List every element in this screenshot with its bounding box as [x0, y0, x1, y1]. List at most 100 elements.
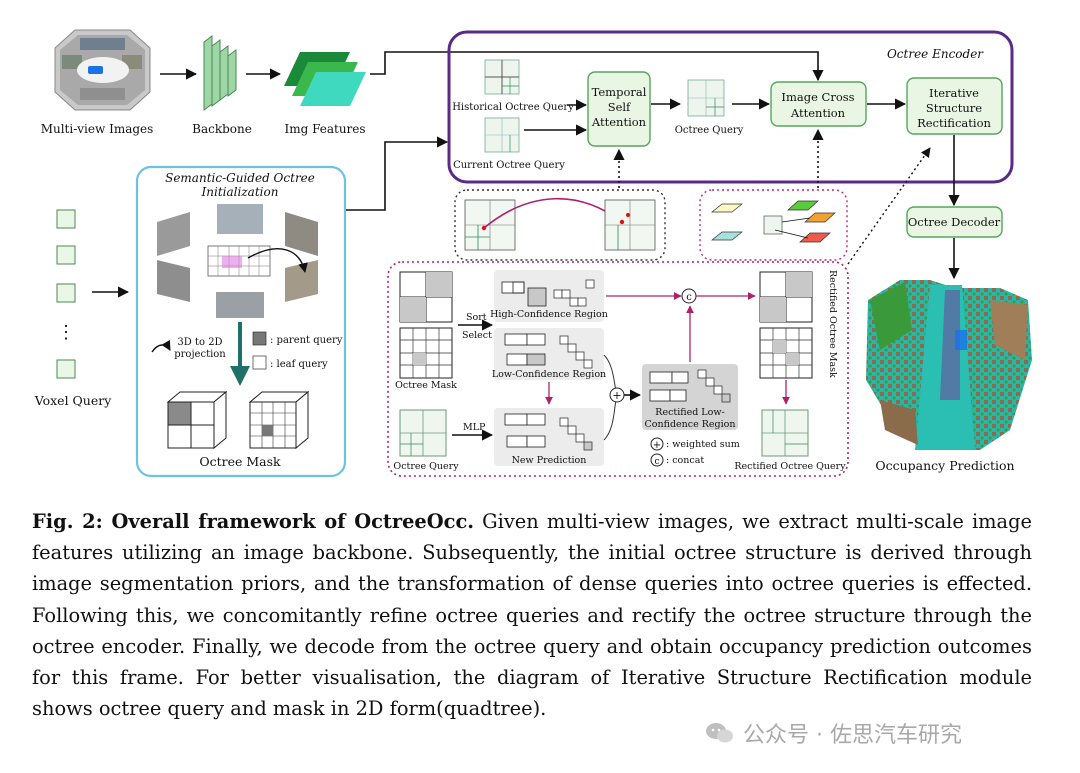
- legend-concat-icon: [650, 453, 664, 467]
- camera-image-back: [216, 292, 264, 318]
- rectified-octree-mask-label: Rectified Octree Mask: [827, 270, 838, 378]
- octree-encoder-title: Octree Encoder: [887, 47, 984, 61]
- voxel-cube: [56, 283, 76, 303]
- input-octree-mask-fine: [399, 327, 453, 379]
- new-prediction-cells: [504, 413, 593, 451]
- camera-view-back: [80, 88, 125, 100]
- inset-feature-green: [787, 200, 819, 211]
- octree-mask-cube-fine: [248, 390, 310, 450]
- inset-query-cube: [763, 215, 783, 235]
- tsa-label-2: Self: [608, 100, 631, 114]
- inset-sampling-link: [781, 217, 811, 223]
- octree-encoder-box: [447, 30, 1014, 184]
- rectified-octree-mask-fine: [759, 327, 813, 379]
- arrow-detail-to-isr: [847, 147, 931, 265]
- current-query-cube: [484, 117, 520, 153]
- semantic-init-octree-mask-label: Octree Mask: [199, 454, 281, 469]
- rectified-octree-query-label: Rectified Octree Query: [734, 461, 846, 472]
- caption-label: Fig. 2: Overall framework of OctreeOcc.: [32, 510, 475, 533]
- voxel-ellipsis: ⋮: [57, 322, 75, 343]
- octree-decoder-box: [906, 206, 1003, 238]
- pred-to-sum-link: [603, 399, 617, 441]
- voxel-cube: [56, 359, 76, 379]
- octree-query-cube: [687, 79, 725, 117]
- leaf-query-icon: [252, 355, 267, 370]
- multi-view-images-label: Multi-view Images: [41, 122, 154, 136]
- legend-parent: : parent query: [270, 335, 343, 346]
- rectified-low-conf-label-1: Rectified Low-: [655, 407, 724, 418]
- detail-octree-mask-label: Octree Mask: [395, 380, 457, 391]
- tsa-label-3: Attention: [591, 115, 647, 129]
- watermark-text: 公众号 · 佐思汽车研究: [743, 723, 962, 748]
- voxel-query-label: Voxel Query: [34, 393, 112, 408]
- detail-octree-query-label: Octree Query: [393, 461, 459, 472]
- semantic-init-title-2: Initialization: [201, 185, 279, 199]
- semantic-init-title-1: Semantic-Guided Octree: [165, 171, 315, 185]
- backbone-icon: [203, 35, 237, 111]
- iterative-structure-rectification-box: [906, 77, 1003, 135]
- ica-label-2: Attention: [790, 106, 846, 120]
- camera-image-back-right: [285, 260, 318, 302]
- legend-concat: : concat: [666, 455, 704, 466]
- legend-concat-symbol: c: [654, 457, 659, 467]
- octree-mask-cube-coarse: [166, 390, 228, 450]
- camera-image-right: [285, 212, 318, 256]
- voxel-cube: [56, 209, 76, 229]
- occupancy-prediction-image: [866, 280, 1032, 450]
- camera-view-left: [62, 55, 82, 69]
- new-prediction-label: New Prediction: [512, 455, 587, 466]
- rectification-detail-box: [387, 261, 849, 477]
- temporal-self-attention-box: [587, 71, 651, 147]
- projection-legend-icon: [151, 339, 171, 353]
- feature-map-3: [300, 72, 366, 106]
- legend-weighted-sum-symbol: +: [653, 440, 661, 451]
- select-label: Select: [462, 330, 492, 341]
- legend-projection-1: 3D to 2D: [177, 337, 222, 348]
- backbone-label: Backbone: [192, 122, 252, 136]
- weighted-sum-node-symbol: +: [612, 389, 621, 402]
- cross-attention-inset-box: [699, 189, 848, 261]
- camera-image-left: [157, 212, 190, 256]
- semantic-init-box: [135, 165, 347, 478]
- img-features-label: Img Features: [284, 122, 365, 136]
- rectified-octree-mask-coarse: [759, 271, 813, 323]
- input-octree-mask-coarse: [399, 271, 453, 323]
- high-confidence-label: High-Confidence Region: [490, 309, 608, 320]
- inset-feature-orange: [804, 212, 836, 223]
- ica-label-1: Image Cross: [781, 90, 854, 104]
- temporal-inset-cube-right: [604, 199, 656, 251]
- low-confidence-label: Low-Confidence Region: [492, 369, 606, 380]
- historical-query-label: Historical Octree Query: [452, 102, 574, 113]
- inset-feature-red: [799, 232, 831, 243]
- rectified-octree-query-grid: [761, 409, 809, 457]
- watermark: 公众号 · 佐思汽车研究: [705, 717, 962, 749]
- voxel-cube: [56, 245, 76, 265]
- caption-text: Given multi-view images, we extract mult…: [32, 510, 1032, 721]
- framework-diagram: Multi-view Images Backbone Img Features …: [34, 29, 1032, 478]
- isr-label-2: Structure: [926, 101, 982, 115]
- camera-image-front: [217, 204, 263, 234]
- rectified-low-confidence-cells: [649, 369, 731, 403]
- image-cross-attention-box: [770, 81, 867, 127]
- input-octree-query-grid: [399, 409, 447, 457]
- arrow-init-to-encoder: [346, 136, 449, 211]
- arrow-features-to-cross-attention: [370, 51, 824, 82]
- wechat-logo-icon: [706, 723, 733, 743]
- sort-label: Sort: [466, 312, 487, 323]
- octree-decoder-label: Octree Decoder: [908, 215, 1001, 229]
- legend-projection-2: projection: [174, 349, 226, 360]
- mlp-label: MLP: [463, 422, 486, 433]
- tsa-label-1: Temporal: [592, 85, 647, 99]
- inset-feature-yellow: [711, 203, 743, 213]
- img-features-icon: [284, 52, 366, 106]
- isr-label-3: Rectification: [917, 116, 991, 130]
- legend-weighted-sum: : weighted sum: [666, 439, 740, 450]
- legend-leaf: : leaf query: [270, 359, 328, 370]
- current-query-label: Current Octree Query: [453, 160, 565, 171]
- multi-view-images: [54, 29, 151, 111]
- figure-caption: Fig. 2: Overall framework of OctreeOcc. …: [32, 506, 1032, 724]
- camera-image-back-left: [157, 260, 190, 302]
- temporal-inset-cube-left: [464, 199, 516, 251]
- legend-weighted-sum-icon: [650, 437, 664, 451]
- camera-view-front: [80, 38, 125, 50]
